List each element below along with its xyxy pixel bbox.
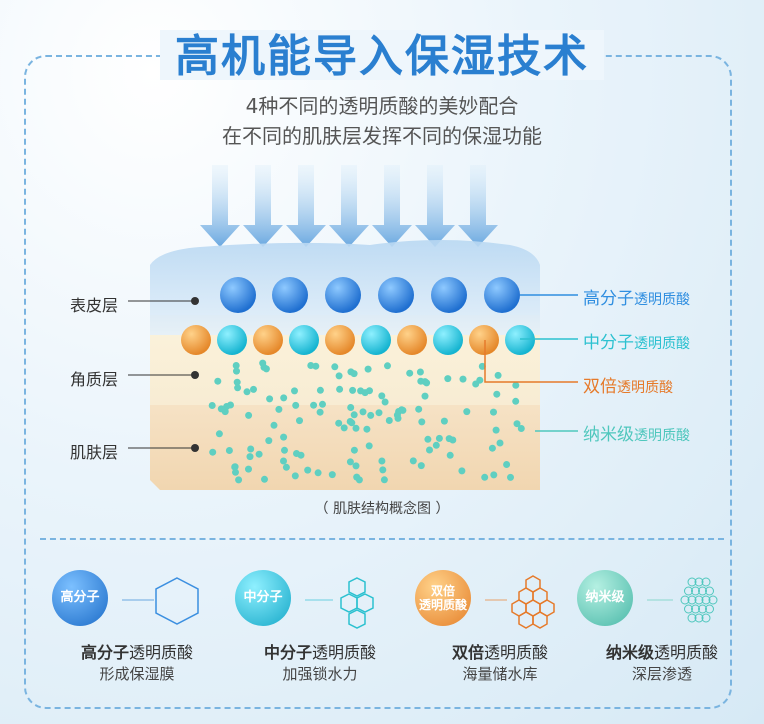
epidermis-label: 表皮层 [70, 296, 119, 315]
item-nano: 纳米级 纳米级透明质酸 深层渗透 [577, 565, 747, 695]
item-double: 双倍透明质酸 双倍透明质酸 海量储水库 [415, 565, 585, 695]
section-divider [40, 538, 724, 540]
high-molecule-ball [325, 277, 361, 313]
arrow-down-icon [415, 165, 455, 247]
layer-pointer-lines [128, 300, 193, 449]
dense-hexagon-icon [647, 577, 718, 623]
arrow-down-icon [329, 165, 369, 247]
legend-nano-rest: 透明质酸 [634, 428, 690, 444]
double-molecule-ball [181, 325, 211, 355]
high-molecule-ball [378, 277, 414, 313]
legend-nano: 纳米级透明质酸 [583, 420, 690, 445]
title-background [160, 30, 604, 80]
item-double-title: 双倍透明质酸 [451, 643, 549, 662]
nano-molecule-dots [208, 359, 525, 484]
item-high-title: 高分子透明质酸 [80, 643, 194, 662]
diagram-caption: （ 肌肤结构概念图 ） [314, 501, 450, 517]
legend-high: 高分子透明质酸 [583, 284, 690, 309]
stratum-label: 角质层 [70, 370, 119, 389]
item-mid: 中分子 中分子透明质酸 加强锁水力 [235, 565, 405, 695]
legend-nano-bold: 纳米级 [583, 425, 634, 445]
double-molecule-ball [253, 325, 283, 355]
high-molecule-ball [484, 277, 520, 313]
arrow-down-icon [372, 165, 412, 247]
double-molecule-ball [397, 325, 427, 355]
legend-double-rest: 透明质酸 [617, 380, 673, 396]
subtitle-line1: 4种不同的透明质酸的美妙配合 [245, 94, 519, 118]
hexagon-icon [122, 577, 199, 625]
ball-high: 高分子 [52, 570, 108, 626]
legend-double-bold: 双倍 [583, 377, 617, 397]
item-mid-desc: 加强锁水力 [282, 665, 358, 683]
legend-mid-rest: 透明质酸 [634, 336, 690, 352]
item-high: 高分子 高分子透明质酸 形成保湿膜 [52, 565, 222, 695]
mid-molecule-ball [289, 325, 319, 355]
item-double-desc: 海量储水库 [462, 665, 538, 683]
hexagon-cluster-icon [305, 577, 374, 629]
item-high-desc: 形成保湿膜 [99, 665, 175, 683]
double-molecule-ball [325, 325, 355, 355]
legend-double: 双倍透明质酸 [583, 372, 673, 397]
subtitle-line2: 在不同的肌肤层发挥不同的保湿功能 [222, 124, 542, 148]
item-nano-desc: 深层渗透 [631, 665, 692, 683]
arrow-down-icon [243, 165, 283, 247]
arrow-down-icon [200, 165, 240, 247]
page-title: 高机能导入保湿技术 [175, 31, 589, 82]
legend-high-bold: 高分子 [583, 289, 634, 309]
item-mid-title: 中分子透明质酸 [263, 643, 377, 662]
mid-molecule-ball [505, 325, 535, 355]
item-nano-title: 纳米级透明质酸 [605, 643, 719, 662]
legend-mid-bold: 中分子 [583, 333, 634, 353]
hexagon-honeycomb-icon [485, 575, 555, 629]
skin-structure-diagram [150, 240, 540, 490]
mid-molecule-ball [217, 325, 247, 355]
mid-molecule-ball [361, 325, 391, 355]
ball-mid: 中分子 [235, 570, 291, 626]
high-molecule-ball [272, 277, 308, 313]
double-molecule-ball [469, 325, 499, 355]
legend-pointer-lines [484, 294, 578, 432]
high-molecule-ball [220, 277, 256, 313]
skin-label: 肌肤层 [70, 443, 119, 462]
arrow-down-icon [286, 165, 326, 247]
high-molecule-ball [431, 277, 467, 313]
ball-nano: 纳米级 [577, 570, 633, 626]
arrow-down-icon [458, 165, 498, 247]
legend-high-rest: 透明质酸 [634, 292, 690, 308]
legend-mid: 中分子透明质酸 [583, 328, 690, 353]
ball-double: 双倍透明质酸 [415, 570, 471, 626]
mid-molecule-ball [433, 325, 463, 355]
arrows-graphic [200, 165, 498, 247]
